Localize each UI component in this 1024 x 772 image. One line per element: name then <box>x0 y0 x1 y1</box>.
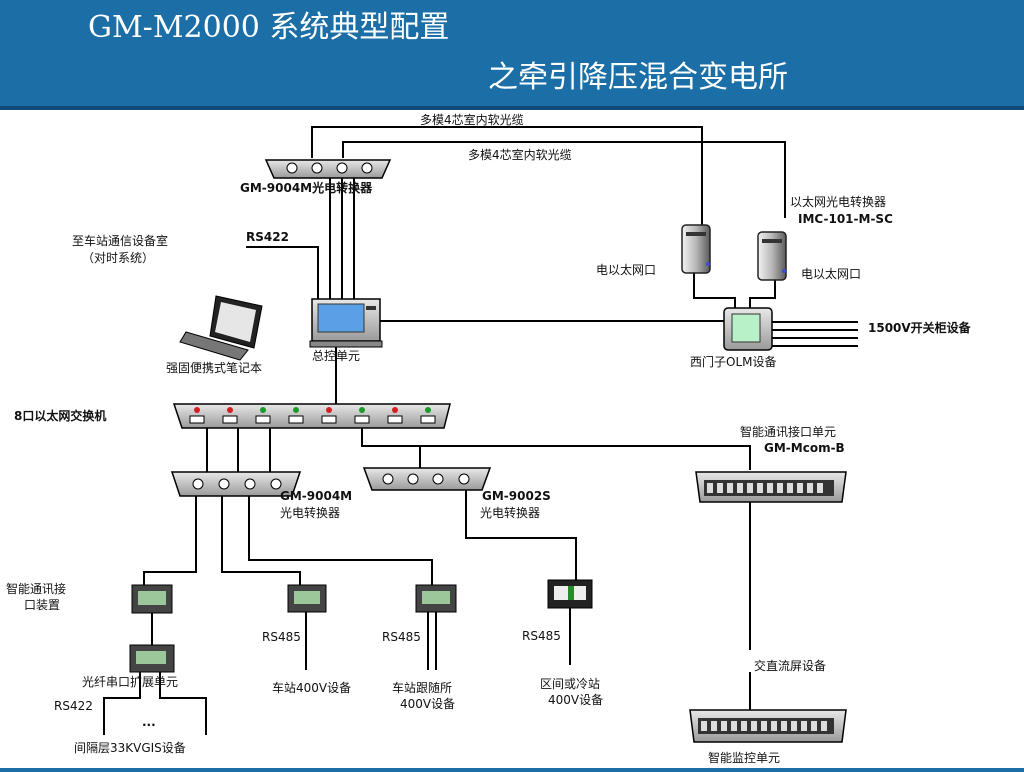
rs485-label-a: RS485 <box>262 630 301 644</box>
switch-leds <box>194 407 431 413</box>
station-comm-label: 至车站通信设备室 <box>72 233 168 248</box>
fiber-line-inner <box>342 141 786 218</box>
switch-to-mcom-line <box>361 428 751 470</box>
fiber-serial-unit <box>129 644 175 673</box>
monitor-unit-label: 智能监控单元 <box>708 750 780 765</box>
switch-label: 8口以太网交换机 <box>14 408 106 423</box>
ethernet-switch-8port <box>172 403 451 429</box>
switch-ports <box>189 415 436 424</box>
rs422-line <box>246 246 319 302</box>
ethernet-converter-right <box>757 231 787 281</box>
title-bar: GM-M2000 系统典型配置 之牵引降压混合变电所 <box>0 0 1024 110</box>
converter-gm9002s <box>362 467 492 491</box>
station-comm-sub-label: （对时系统） <box>82 251 154 265</box>
page-subtitle: 之牵引降压混合变电所 <box>488 60 788 95</box>
rs422-top-label: RS422 <box>246 230 289 244</box>
smart-comm-device-label: 智能通讯接 <box>6 581 66 596</box>
imc-converter-label: 以太网光电转换器 <box>790 194 886 209</box>
converter-gm9004m-top <box>264 159 392 179</box>
fiber-label-1: 多模4芯室内软光缆 <box>420 112 524 127</box>
mcom-rack-unit <box>695 471 847 503</box>
master-unit-monitor <box>309 298 383 348</box>
mcom-label: 智能通讯接口单元 <box>740 424 836 439</box>
connection-lines <box>103 126 858 735</box>
ethernet-port-right-label: 电以太网口 <box>801 266 861 281</box>
page-title: GM-M2000 系统典型配置 <box>88 10 450 45</box>
section-400v-label: 区间或冷站 <box>540 677 600 691</box>
rs422-bottom-label: RS422 <box>54 699 93 713</box>
follow-400v-label: 车站跟随所 <box>392 680 452 695</box>
fiber-label-2: 多模4芯室内软光缆 <box>468 147 572 162</box>
rs485-device-b <box>415 584 457 613</box>
smart-comm-device <box>131 584 173 614</box>
rs485-device-c <box>547 579 593 609</box>
ethernet-port-left-label: 电以太网口 <box>596 262 656 277</box>
laptop-icon <box>179 295 263 361</box>
ac-dc-screen-label: 交直流屏设备 <box>754 658 826 673</box>
converter-gm9004m-bottom <box>170 471 302 497</box>
rs485-device-a <box>287 584 327 613</box>
monitor-rack-unit <box>689 709 847 743</box>
diagram-canvas: 多模4芯室内软光缆 多模4芯室内软光缆 GM-9004M光电转换器 至车站通信设… <box>0 110 1024 768</box>
gm9004m-bottom-sub-label: 光电转换器 <box>280 505 340 520</box>
master-unit-label: 总控单元 <box>312 349 360 363</box>
gm9004m-bottom-label: GM-9004M <box>280 489 352 503</box>
imc-model-label: IMC-101-M-SC <box>798 212 893 226</box>
ellipsis-label: ... <box>142 715 156 729</box>
station-400v-label: 车站400V设备 <box>272 680 351 695</box>
gis-label: 间隔层33KVGIS设备 <box>74 741 186 755</box>
smart-comm-device-sub-label: 口装置 <box>24 598 60 612</box>
ethernet-converter-left <box>681 224 711 274</box>
eth-line-left <box>693 272 736 310</box>
converter-top-label: GM-9004M光电转换器 <box>240 180 373 195</box>
follow-400v-sub-label: 400V设备 <box>400 697 455 711</box>
gm9002s-sub-label: 光电转换器 <box>480 505 540 520</box>
rs485-label-c: RS485 <box>522 629 561 643</box>
rs485-label-b: RS485 <box>382 630 421 644</box>
laptop-label: 强固便携式笔记本 <box>166 360 262 375</box>
section-400v-sub-label: 400V设备 <box>548 693 603 707</box>
diagram-labels: 多模4芯室内软光缆 多模4芯室内软光缆 GM-9004M光电转换器 至车站通信设… <box>6 112 972 765</box>
olm-label: 西门子OLM设备 <box>690 354 777 369</box>
fiber-line-outer <box>311 126 703 230</box>
mcom-model-label: GM-Mcom-B <box>764 441 845 455</box>
fiber-serial-label: 光纤串口扩展单元 <box>82 675 178 689</box>
olm-device <box>723 307 773 351</box>
network-diagram: 多模4芯室内软光缆 多模4芯室内软光缆 GM-9004M光电转换器 至车站通信设… <box>6 112 972 765</box>
switchgear-label: 1500V开关柜设备 <box>868 320 972 335</box>
gm9002s-label: GM-9002S <box>482 489 551 503</box>
